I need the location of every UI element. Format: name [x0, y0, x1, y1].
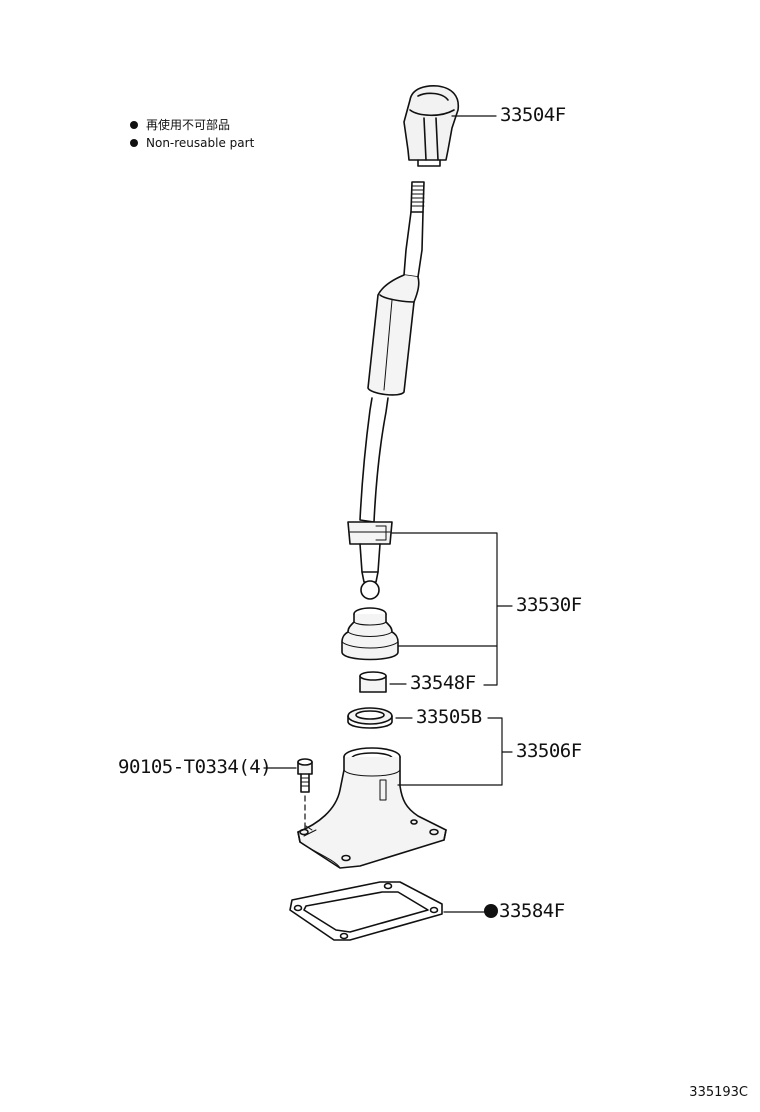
part-label-bushing[interactable]: 33548F	[410, 672, 476, 694]
shift-knob	[404, 86, 458, 166]
legend-jp-text: 再使用不可部品	[146, 118, 231, 132]
bullet-icon	[130, 139, 138, 147]
part-label-lever-assy[interactable]: 33530F	[516, 594, 582, 616]
legend-en-text: Non-reusable part	[146, 136, 255, 150]
part-label-bolt[interactable]: 90105-T0334(4)	[118, 756, 272, 778]
bullet-icon	[130, 121, 138, 129]
part-label-gasket[interactable]: 33584F	[484, 900, 565, 922]
gasket	[290, 882, 442, 940]
bushing	[360, 672, 386, 692]
shift-lever	[348, 182, 424, 599]
part-label-seal[interactable]: 33505B	[416, 706, 482, 728]
lever-boot	[342, 608, 398, 660]
seal	[348, 708, 392, 728]
part-label-retainer[interactable]: 33506F	[516, 740, 582, 762]
legend-row-jp: 再使用不可部品	[130, 116, 254, 134]
bolt	[298, 759, 312, 828]
shift-lever-retainer	[298, 748, 446, 868]
legend-row-en: Non-reusable part	[130, 134, 254, 152]
part-label-knob[interactable]: 33504F	[500, 104, 566, 126]
legend: 再使用不可部品 Non-reusable part	[130, 116, 254, 152]
illustration-code: 335193C	[689, 1085, 748, 1100]
leader-lines	[264, 116, 512, 912]
